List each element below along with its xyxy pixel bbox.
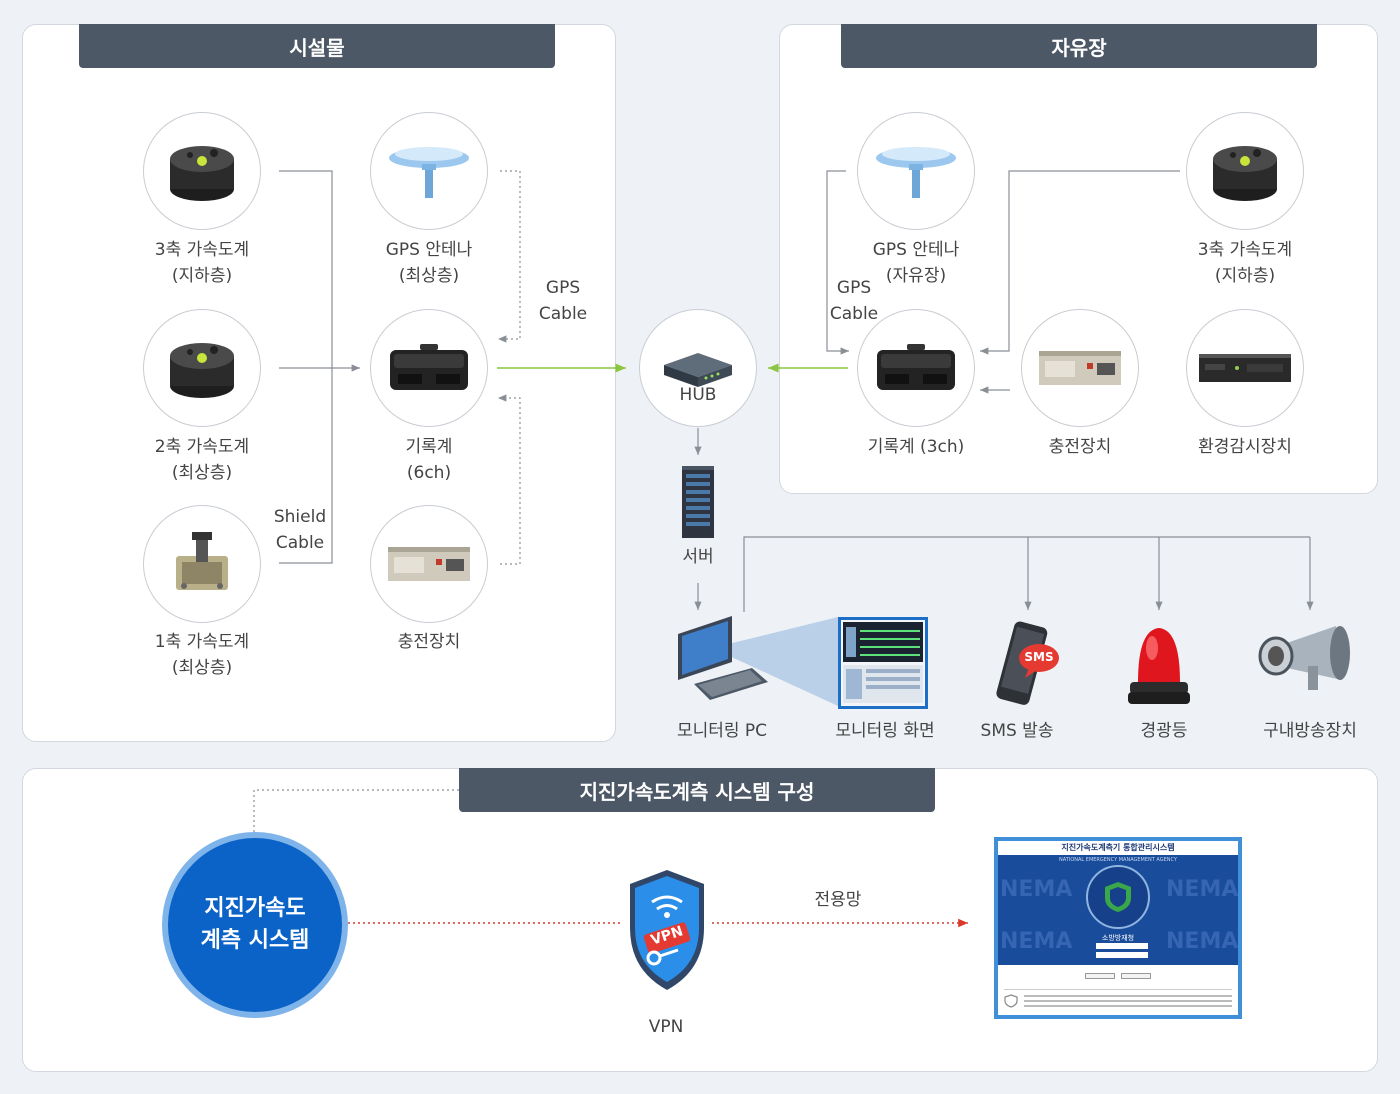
facility-panel (22, 24, 616, 742)
system-circle-line2: 계측 시스템 (200, 928, 310, 953)
monitoring-screen-icon (838, 617, 928, 709)
ff-accel3-node (1186, 112, 1304, 230)
facility-accel1-label: 1축 가속도계 (최상층) (154, 632, 250, 678)
uniaxial-accelerometer-icon (176, 532, 228, 590)
vpn-shield: VPN (622, 866, 712, 1000)
ff-recorder-node (857, 309, 975, 427)
watermark-4: NEMA (1166, 929, 1238, 954)
emblem-shield-icon (1105, 882, 1131, 912)
screen-footer (1004, 989, 1232, 1011)
screen-button-2[interactable] (1121, 973, 1151, 979)
ff-env-node (1186, 309, 1304, 427)
network-hub-icon (664, 353, 732, 387)
facility-charger-label: 충전장치 (397, 632, 461, 652)
vpn-shield-icon (630, 870, 704, 990)
ff-accel3-label: 3축 가속도계 (지하층) (1197, 240, 1293, 286)
sms-bubble-text: SMS (1024, 650, 1054, 664)
sms-label: SMS 발송 (980, 721, 1054, 741)
watermark-2: NEMA (1166, 877, 1238, 902)
gps-antenna-icon (389, 147, 469, 198)
server-label: 서버 (682, 547, 714, 567)
monitoring-screen (838, 617, 928, 713)
hub-node (639, 309, 757, 427)
alarm-light-icon (1128, 628, 1190, 704)
system-title: 지진가속도계측 시스템 구성 (459, 768, 935, 812)
ff-recorder-label: 기록계 (3ch) (867, 437, 965, 457)
seal-circle (1086, 865, 1150, 929)
login-pw-field[interactable] (1096, 952, 1148, 958)
facility-accel3-label: 3축 가속도계 (지하층) (154, 240, 250, 286)
server-rack-icon (682, 466, 714, 538)
system-circle: 지진가속도 계측 시스템 (162, 832, 348, 1018)
sms-device: SMS (995, 618, 1061, 712)
login-id-field[interactable] (1096, 943, 1148, 949)
free-field-title: 자유장 (841, 24, 1317, 68)
facility-recorder-label: 기록계 (6ch) (405, 437, 453, 483)
ff-charger-node (1021, 309, 1139, 427)
facility-charger-node (370, 505, 488, 623)
watermark-3: NEMA (1000, 929, 1073, 954)
charger-unit-icon (1039, 351, 1121, 385)
screen-banner: NEMA NEMA NEMA NEMA NATIONAL EMERGENCY M… (998, 855, 1238, 965)
network-label: 전용망 (814, 890, 862, 910)
accelerometer-icon (1213, 146, 1277, 201)
ff-env-label: 환경감시장치 (1198, 437, 1292, 457)
watermark-1: NEMA (1000, 877, 1073, 902)
alarm-light-label: 경광등 (1140, 721, 1188, 741)
accelerometer-icon (170, 146, 234, 201)
monitor-pc (674, 612, 770, 720)
charger-unit-icon (388, 547, 470, 581)
screen-buttons (998, 973, 1238, 979)
recorder-case-icon (390, 344, 468, 390)
screen-title: 지진가속도계측기 통합관리시스템 (1061, 843, 1175, 852)
facility-accel2-label: 2축 가속도계 (최상층) (154, 437, 250, 483)
ff-gps-cable-label: GPS Cable (829, 278, 879, 324)
facility-recorder-node (370, 309, 488, 427)
desktop-pc-icon (678, 616, 768, 700)
megaphone-icon (1258, 626, 1350, 690)
pa-label: 구내방송장치 (1263, 721, 1357, 741)
accelerometer-icon (170, 343, 234, 398)
facility-accel2-node (143, 309, 261, 427)
ff-gps-node (857, 112, 975, 230)
hub-label: HUB (679, 385, 717, 405)
shield-cable-label: Shield Cable (273, 507, 327, 553)
environment-monitor-icon (1199, 354, 1291, 382)
facility-title: 시설물 (79, 24, 555, 68)
facility-gps-cable-label: GPS Cable (538, 278, 588, 324)
sms-phone-icon (996, 621, 1059, 705)
recorder-case-icon (877, 344, 955, 390)
alarm-light (1124, 622, 1194, 712)
system-circle-line1: 지진가속도 (204, 896, 306, 921)
vpn-label: VPN (648, 1017, 684, 1037)
management-system-screen: 지진가속도계측기 통합관리시스템 NEMA NEMA NEMA NEMA NAT… (994, 837, 1242, 1019)
facility-gps-label: GPS 안테나 (최상층) (385, 240, 473, 286)
gps-antenna-icon (876, 147, 956, 198)
monitor-pc-label: 모니터링 PC (676, 721, 768, 741)
facility-gps-node (370, 112, 488, 230)
footer-logo-icon (1004, 993, 1018, 1008)
pa-system (1258, 622, 1358, 700)
seal-text: NATIONAL EMERGENCY MANAGEMENT AGENCY (1059, 857, 1177, 863)
facility-accel1-node (143, 505, 261, 623)
monitoring-screen-label: 모니터링 화면 (835, 721, 935, 741)
ff-gps-label: GPS 안테나 (자유장) (872, 240, 960, 286)
org-label: 소방방재청 (1101, 934, 1135, 942)
screen-button-1[interactable] (1085, 973, 1115, 979)
server-node (680, 464, 716, 544)
facility-accel3-node (143, 112, 261, 230)
ff-charger-label: 충전장치 (1048, 437, 1112, 457)
